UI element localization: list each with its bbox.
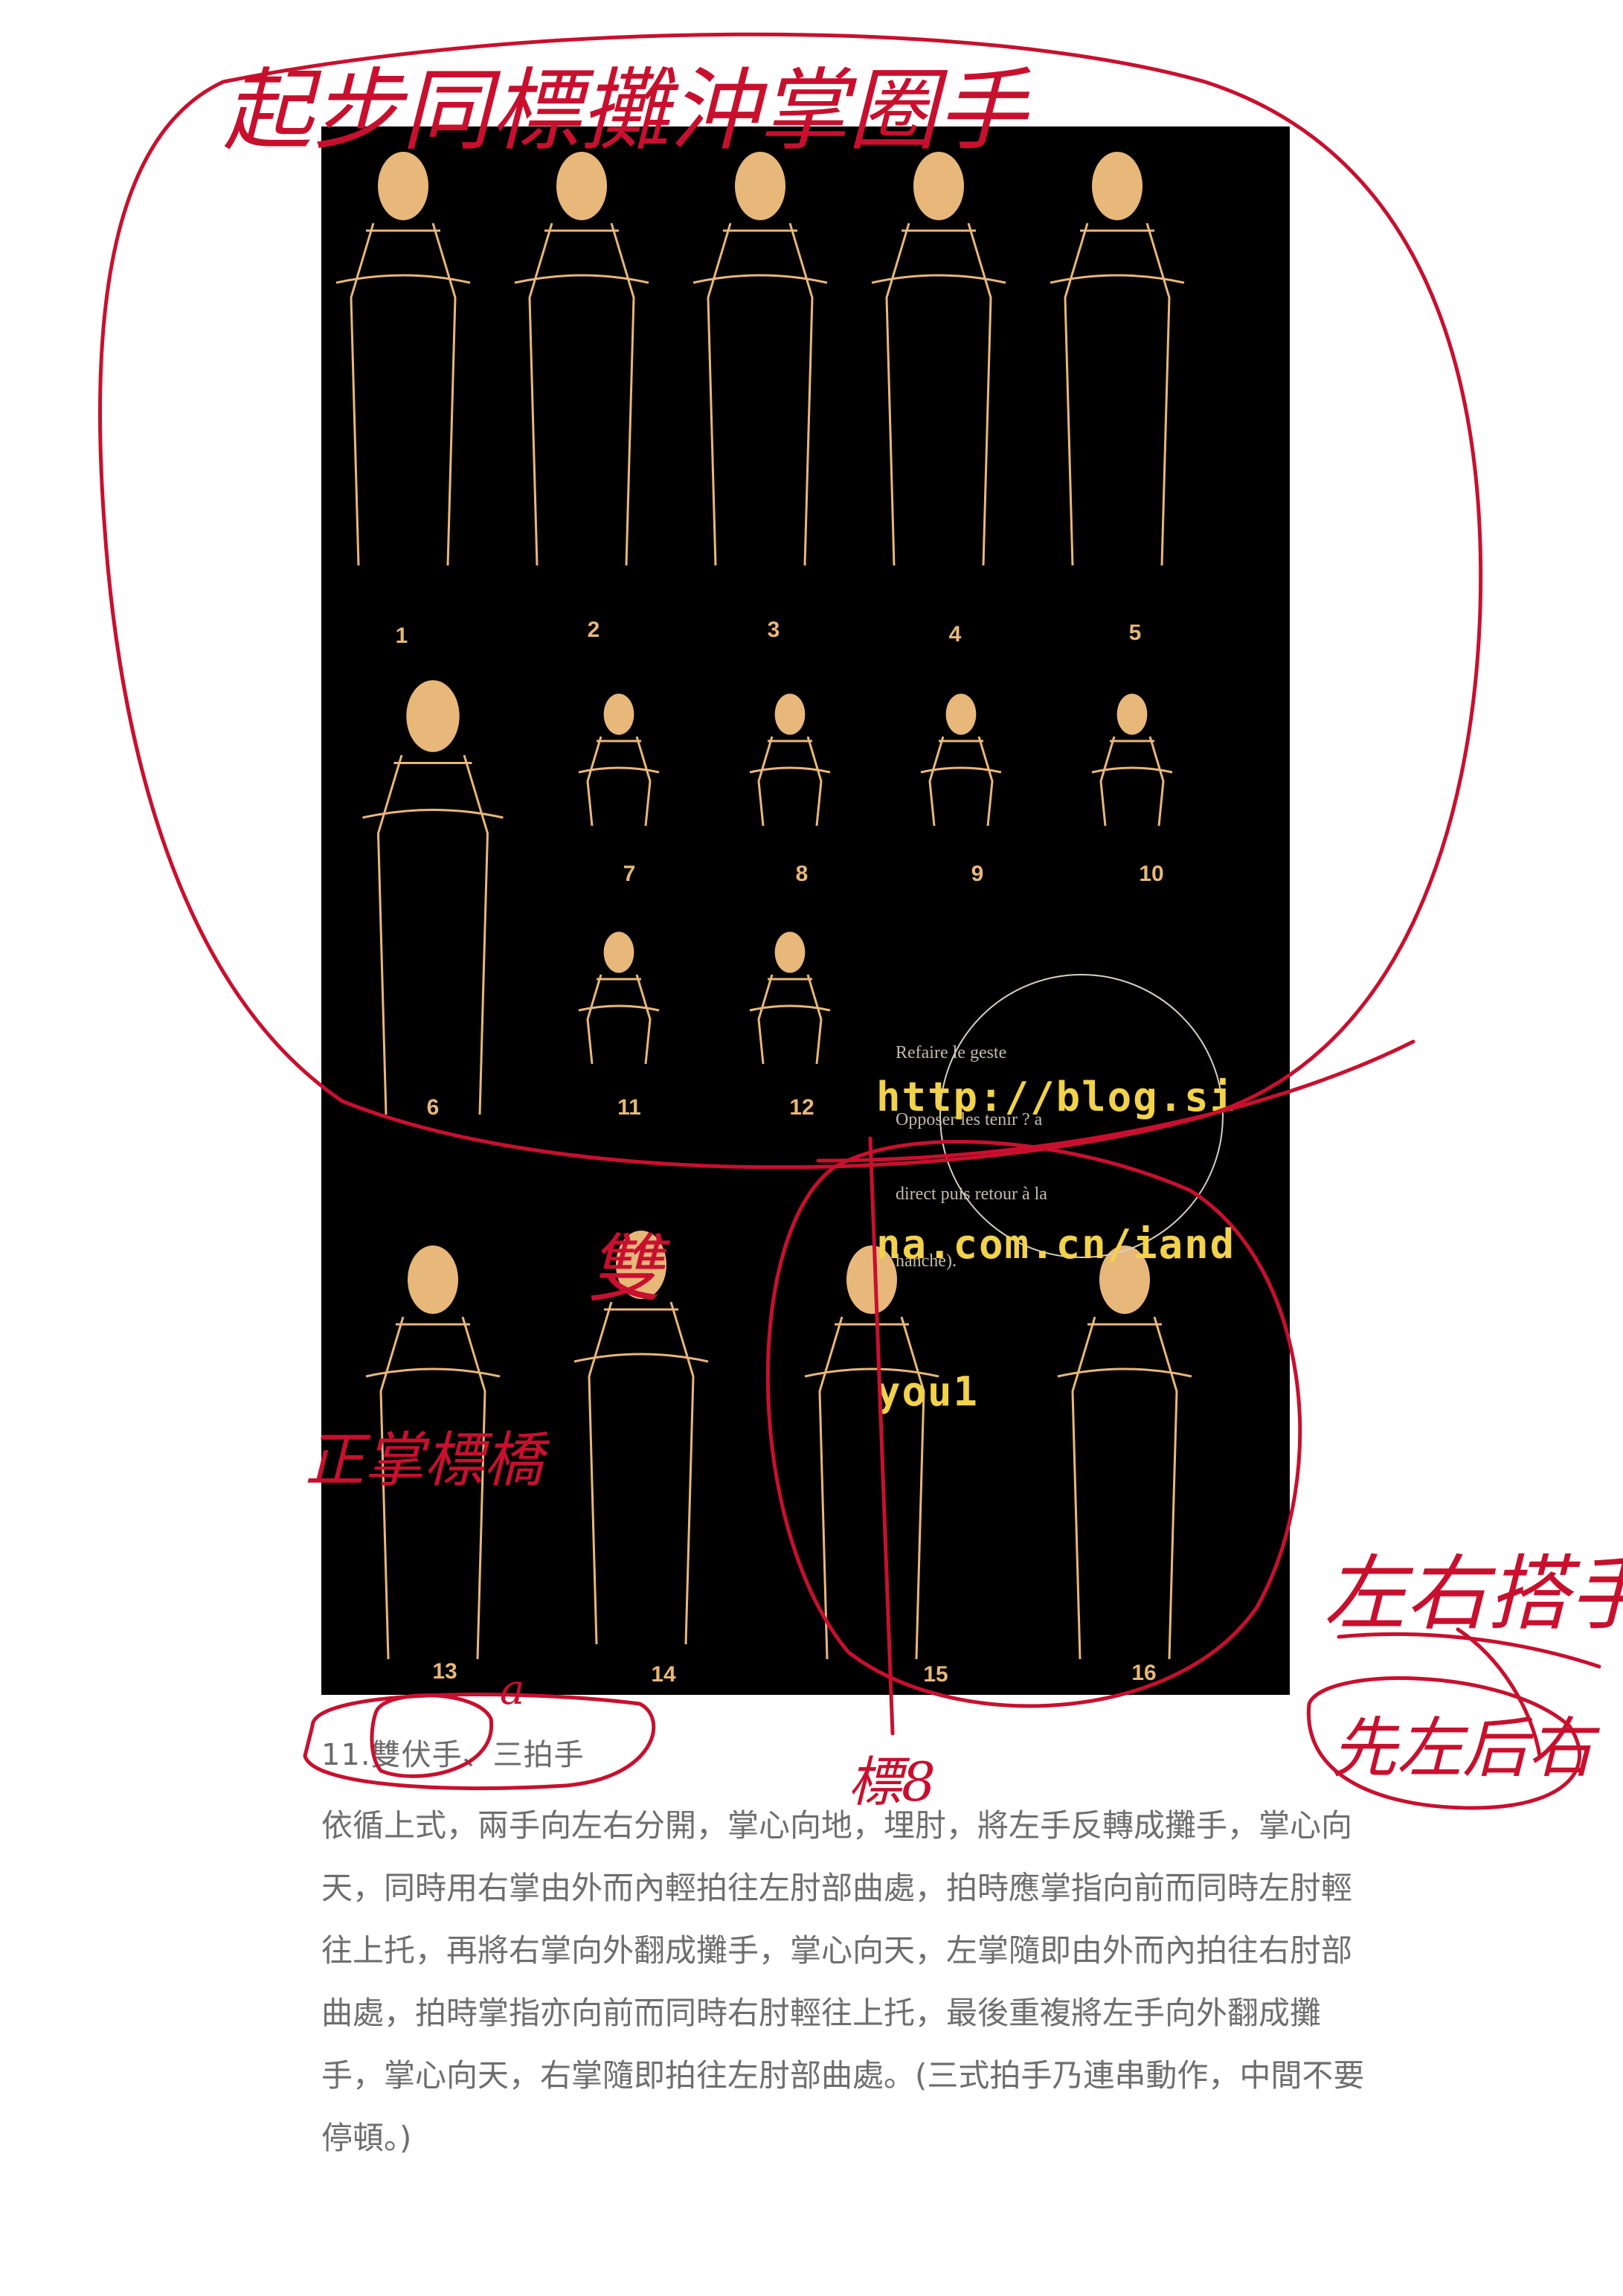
figure-number-3: 3 [767, 618, 780, 642]
section-title: 11.雙伏手、三拍手 [321, 1738, 585, 1772]
figure-outline [749, 974, 831, 1065]
figure-head [616, 1231, 666, 1299]
stance-figure-12 [749, 931, 831, 1065]
body-line: 天，同時用右掌由外而內輕拍往左肘部曲處，拍時應掌指向前而同時左肘輕 [321, 1870, 1353, 1906]
figure-number-7: 7 [623, 862, 636, 886]
figure-number-6: 6 [426, 1095, 440, 1120]
figure-number-12: 12 [789, 1095, 814, 1120]
figure-head [406, 680, 460, 752]
figure-outline [692, 222, 828, 566]
stance-figure-8 [749, 693, 831, 827]
figure-head [603, 693, 634, 735]
figure-outline [362, 754, 504, 1115]
stance-figure-5 [1050, 152, 1185, 566]
figure-number-10: 10 [1139, 862, 1164, 886]
figure-head [913, 152, 964, 220]
figure-outline [573, 1301, 709, 1645]
figure-number-16: 16 [1131, 1661, 1157, 1685]
body-line: 往上托，再將右掌向外翻成攤手，掌心向天，左掌隨即由外而內拍往右肘部 [321, 1932, 1353, 1969]
figure-number-11: 11 [617, 1095, 641, 1120]
stance-figure-4 [871, 152, 1006, 566]
figure-outline [578, 974, 660, 1065]
stance-figure-9 [920, 693, 1002, 827]
ink-right-bottom-note: 先左后右 [1331, 1710, 1600, 1786]
figure-number-4: 4 [948, 622, 962, 647]
figure-head [556, 152, 607, 220]
url-watermark: http://blog.si na.com.cn/iand you1 [876, 975, 1235, 1515]
stance-figure-14 [573, 1231, 709, 1645]
stance-figure-10 [1091, 693, 1173, 827]
stance-figure-7 [578, 693, 660, 827]
stance-figure-3 [692, 152, 828, 566]
figure-head [774, 693, 806, 735]
figure-outline [1050, 222, 1185, 566]
figure-head [378, 152, 428, 220]
figure-outline [365, 1316, 501, 1660]
figure-number-1: 1 [395, 623, 408, 648]
figure-head [408, 1245, 458, 1314]
figure-number-5: 5 [1128, 621, 1142, 645]
figure-outline [871, 222, 1006, 566]
figure-head [603, 931, 634, 973]
body-paragraph: 依循上式，兩手向左右分開，掌心向地，埋肘，將左手反轉成攤手，掌心向 天，同時用右… [321, 1795, 1511, 2170]
ink-hook-right [1456, 1627, 1542, 1758]
figure-outline [749, 736, 831, 827]
figure-number-9: 9 [971, 862, 984, 886]
stance-figure-11 [578, 931, 660, 1065]
figure-head [1116, 693, 1148, 735]
body-line: 停頓。) [321, 2120, 412, 2156]
stance-figure-6 [362, 680, 504, 1115]
figure-number-14: 14 [651, 1662, 676, 1687]
figure-outline [1091, 736, 1173, 827]
ink-underline-right [1337, 1632, 1601, 1669]
figure-outline [514, 222, 649, 566]
watermark-line: na.com.cn/iand [876, 1221, 1236, 1268]
figure-outline [920, 736, 1002, 827]
kungfu-illustration: 1 2 3 4 5 6 7 8 9 10 11 12 13 14 15 16 R… [321, 126, 1290, 1695]
watermark-line: http://blog.si [876, 1074, 1236, 1120]
figure-head [945, 693, 977, 735]
stance-figure-1 [335, 152, 471, 566]
ink-oval-right [1306, 1676, 1582, 1810]
ink-right-note: 左右搭手 [1324, 1546, 1623, 1641]
stance-figure-2 [514, 152, 649, 566]
body-line: 曲處，拍時掌指亦向前而同時右肘輕往上托，最後重複將左手向外翻成攤 [321, 1995, 1322, 2031]
figure-head [774, 931, 806, 973]
stance-figure-13 [365, 1245, 501, 1660]
body-line: 依循上式，兩手向左右分開，掌心向地，埋肘，將左手反轉成攤手，掌心向 [321, 1807, 1353, 1844]
figure-head [735, 152, 785, 220]
figure-outline [335, 222, 471, 566]
figure-number-15: 15 [923, 1662, 948, 1687]
body-line: 手，掌心向天，右掌隨即拍往左肘部曲處。(三式拍手乃連串動作，中間不要 [321, 2057, 1365, 2094]
figure-head [1092, 152, 1142, 220]
figure-number-13: 13 [432, 1659, 457, 1684]
figure-outline [578, 736, 660, 827]
figure-number-8: 8 [795, 862, 809, 886]
watermark-line: you1 [876, 1368, 980, 1415]
figure-number-2: 2 [587, 618, 600, 642]
